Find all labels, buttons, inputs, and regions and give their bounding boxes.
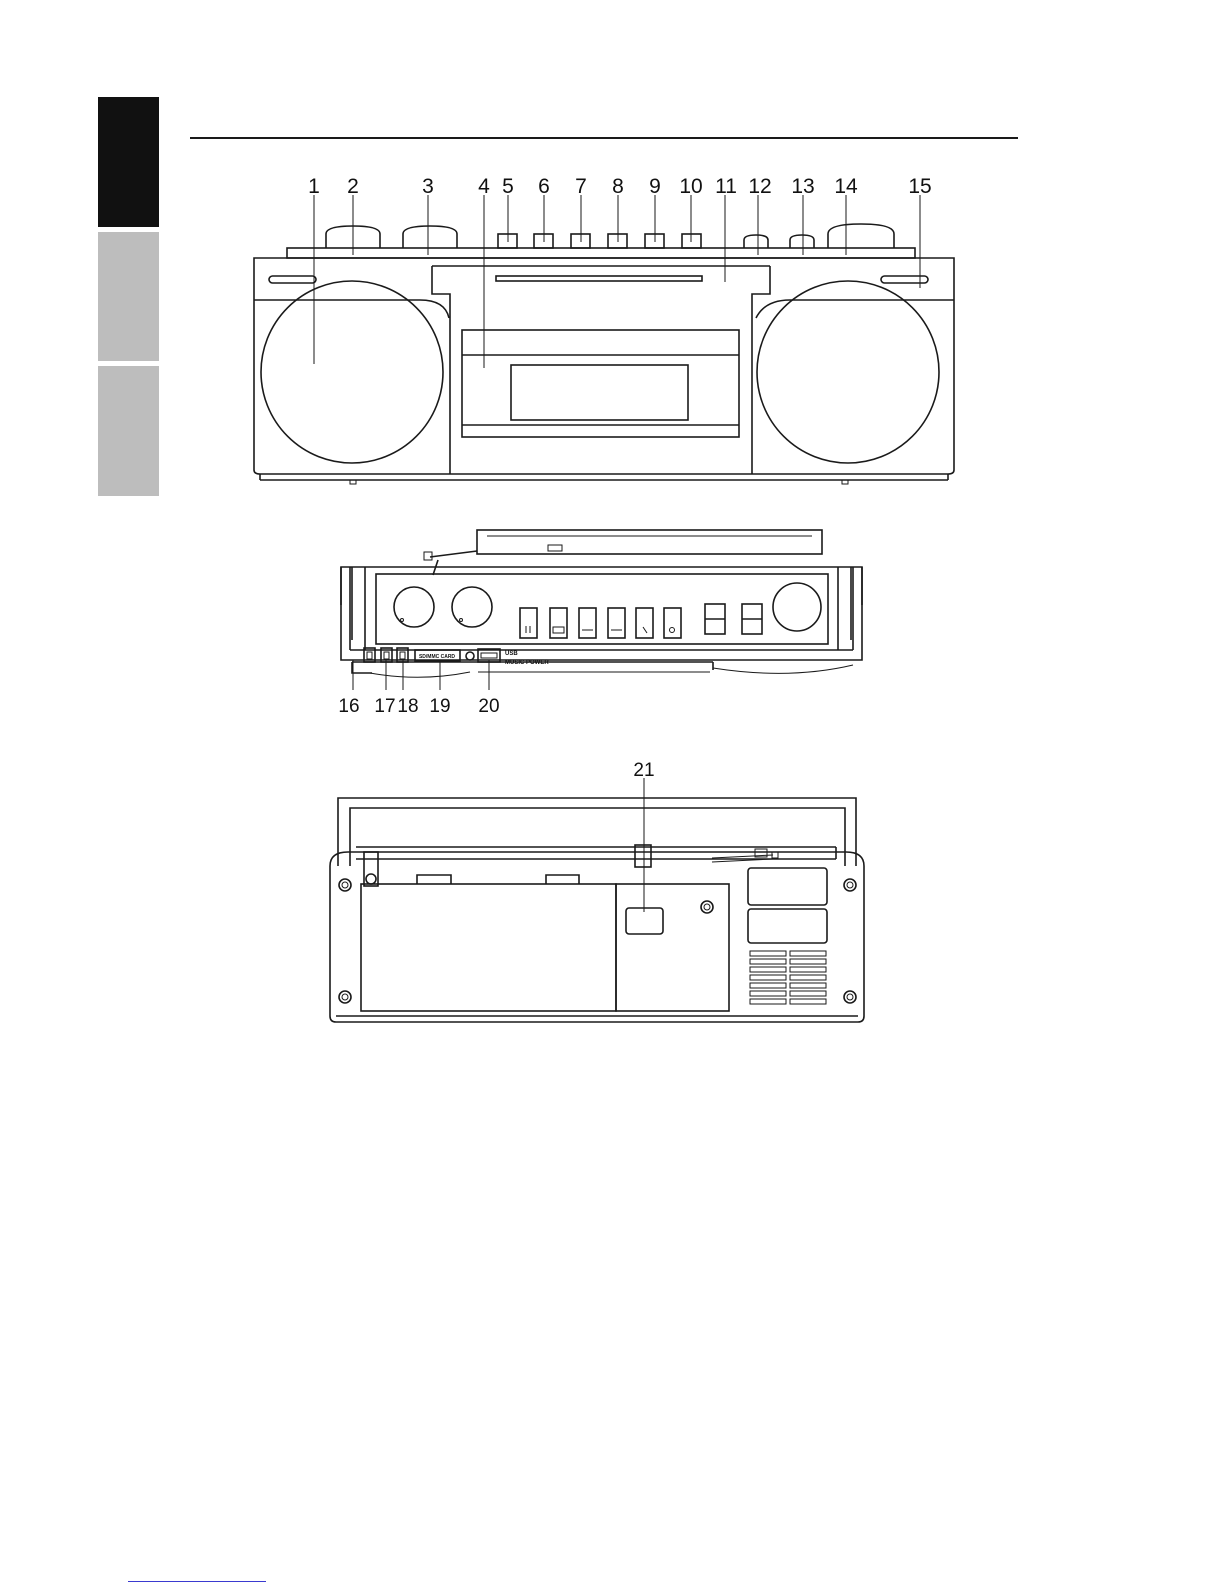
- callout-11: 11: [715, 175, 737, 198]
- right-speaker: [757, 281, 939, 463]
- top-knob-right: [773, 583, 821, 631]
- top-knob-left: [394, 587, 434, 627]
- left-speaker: [261, 281, 443, 463]
- top-rail: [287, 248, 915, 258]
- callout-9: 9: [649, 175, 661, 198]
- callout-16: 16: [338, 696, 359, 717]
- callout-17: 17: [374, 696, 395, 717]
- card-slot-label: SD/MMC CARD: [419, 654, 455, 660]
- callout-13: 13: [791, 175, 814, 198]
- callout-18: 18: [397, 696, 418, 717]
- top-function-buttons: [520, 608, 681, 638]
- top-knob-middle: [452, 587, 492, 627]
- callout-21: 21: [633, 760, 654, 781]
- usb-label: USB: [505, 651, 518, 657]
- front-view-diagram: 1 2 3 4 5 6 7 8 9 10 11 12 13 14 15: [0, 0, 1225, 500]
- battery-compartment: [361, 884, 616, 1011]
- top-leaders: [353, 660, 489, 690]
- callout-8: 8: [612, 175, 624, 198]
- callout-19: 19: [429, 696, 450, 717]
- callout-14: 14: [834, 175, 858, 198]
- callout-6: 6: [538, 175, 550, 198]
- top-knobs: [326, 224, 894, 248]
- callout-1: 1: [308, 175, 320, 198]
- callout-12: 12: [748, 175, 771, 198]
- callout-4: 4: [478, 175, 490, 198]
- top-view-diagram: SD/MMC CARD USB MUSIC POWER 16 17 18 19 …: [0, 510, 1225, 730]
- callout-20: 20: [478, 696, 499, 717]
- footer-rule: [128, 1581, 266, 1582]
- front-callouts: 1 2 3 4 5 6 7 8 9 10 11 12 13 14 15: [308, 175, 932, 198]
- callout-2: 2: [347, 175, 359, 198]
- vent-grille: [750, 951, 826, 1004]
- callout-15: 15: [908, 175, 931, 198]
- cassette-door: [462, 330, 739, 437]
- back-view-diagram: 21: [0, 750, 1225, 1040]
- radio-body: [254, 258, 954, 474]
- callout-10: 10: [679, 175, 702, 198]
- cassette-window: [511, 365, 688, 420]
- music-power-label: MUSIC POWER: [505, 660, 549, 666]
- callout-5: 5: [502, 175, 514, 198]
- top-slide-switches: [705, 604, 762, 634]
- top-keys: [498, 234, 701, 248]
- callout-3: 3: [422, 175, 434, 198]
- callout-7: 7: [575, 175, 587, 198]
- top-callouts: 16 17 18 19 20: [338, 696, 499, 717]
